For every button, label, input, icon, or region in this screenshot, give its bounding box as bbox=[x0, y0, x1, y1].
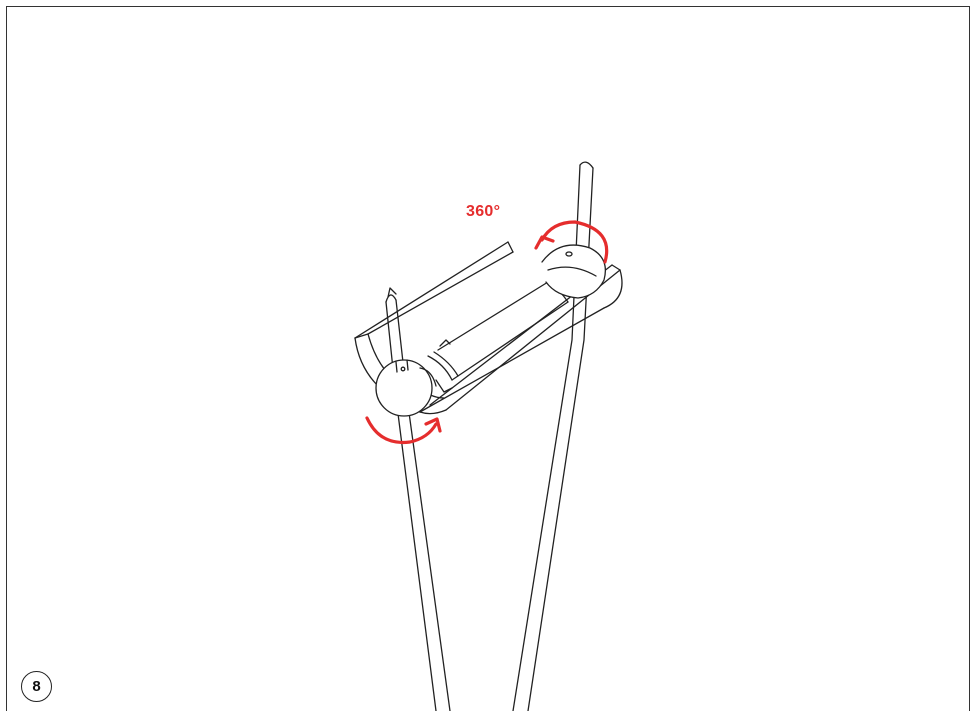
step-number-badge: 8 bbox=[21, 671, 52, 702]
page-frame bbox=[6, 6, 970, 711]
rotation-arrow-right bbox=[534, 220, 609, 264]
left-end-knob bbox=[375, 359, 437, 417]
step-number: 8 bbox=[32, 678, 41, 695]
right-end-knob bbox=[541, 244, 607, 299]
rotation-angle-label: 360° bbox=[466, 203, 501, 220]
rotation-arrow-left bbox=[365, 416, 442, 445]
right-stand-pole bbox=[512, 161, 594, 711]
left-stand-pole bbox=[385, 287, 451, 711]
